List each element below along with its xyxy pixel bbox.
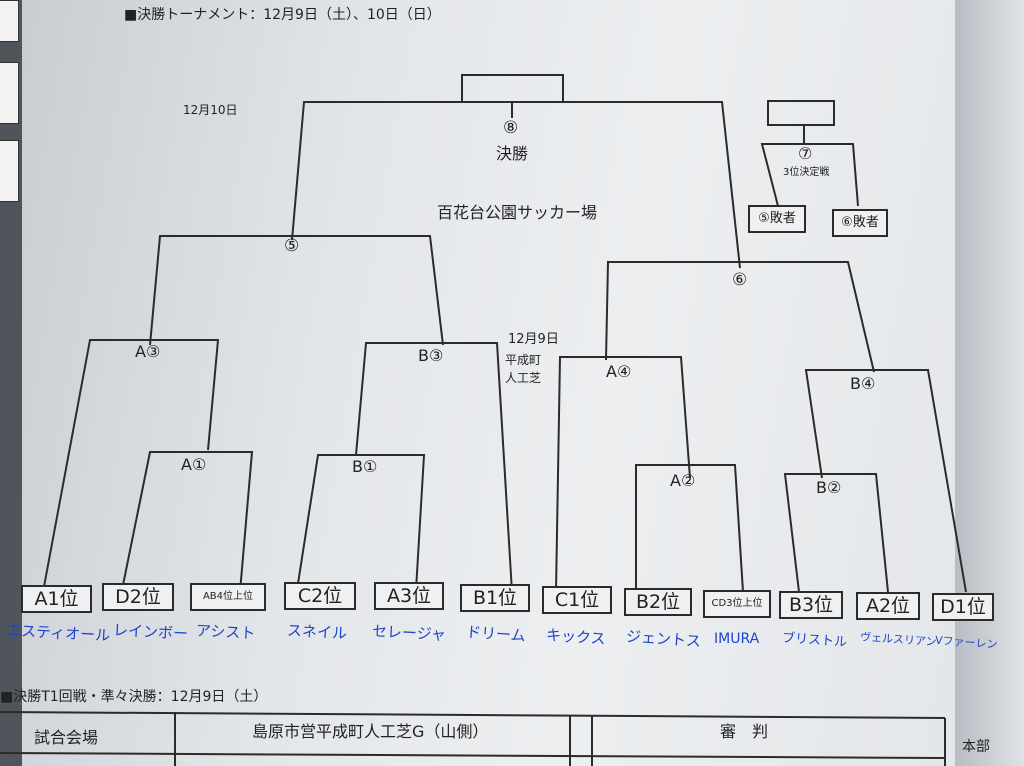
third-place-match-number: ⑦ [798,144,813,163]
third-place-slot-right: ⑥敗者 [832,209,888,237]
match-b4: B④ [850,374,876,393]
section2-title: ■決勝T1回戦・準々決勝：12月9日（土） [0,689,268,705]
third-place-label: 3位決定戦 [783,167,830,178]
seed-box: B2位 [624,588,692,616]
paper-page [18,0,993,766]
seed-box: A2位 [856,592,920,620]
paper-edge-right [955,0,1024,766]
seed-box: A3位 [374,582,444,610]
seed-box: D1位 [932,593,994,621]
day1-date: 12月9日 [508,332,559,347]
seed-box: B3位 [779,591,843,619]
third-place-box [767,100,835,126]
final-venue: 百花台公園サッカー場 [437,203,598,222]
semifinal-right-number: ⑥ [732,270,748,290]
team-name: IMURA [714,631,760,647]
seed-box: C1位 [542,586,612,614]
seed-box: A1位 [21,585,92,613]
bracket-title: ■決勝トーナメント：12月9日（土）、10日（日） [124,7,441,23]
seed-box: CD3位上位 [703,590,771,618]
seed-box: C2位 [284,582,356,610]
binder-tab [0,140,19,202]
match-b2: B② [816,478,842,497]
venue-value: 島原市営平成町人工芝G（山側） [252,722,489,741]
match-b3: B③ [418,346,444,365]
seed-box: D2位 [102,583,174,611]
binder-tab [0,62,19,124]
binder-tab [0,0,19,42]
seed-box: B1位 [460,584,530,612]
semifinal-left-number: ⑤ [284,236,300,256]
third-place-slot-left: ⑤敗者 [748,205,806,233]
venue-label: 試合会場 [34,728,99,747]
day1-venue-line1: 平成町 [505,353,542,367]
referee-label: 審 判 [720,722,769,741]
match-a3: A③ [135,342,161,361]
match-b1: B① [352,457,378,476]
final-label: 決勝 [496,144,529,163]
binder-edge [0,0,22,766]
final-date: 12月10日 [183,103,238,117]
day1-venue-line2: 人工芝 [505,371,542,385]
match-a1: A① [181,455,207,474]
match-a4: A④ [606,362,632,381]
hq-label: 本部 [962,739,990,755]
match-a2: A② [670,471,696,490]
final-match-number: ⑧ [503,118,519,138]
seed-box: AB4位上位 [190,583,266,611]
